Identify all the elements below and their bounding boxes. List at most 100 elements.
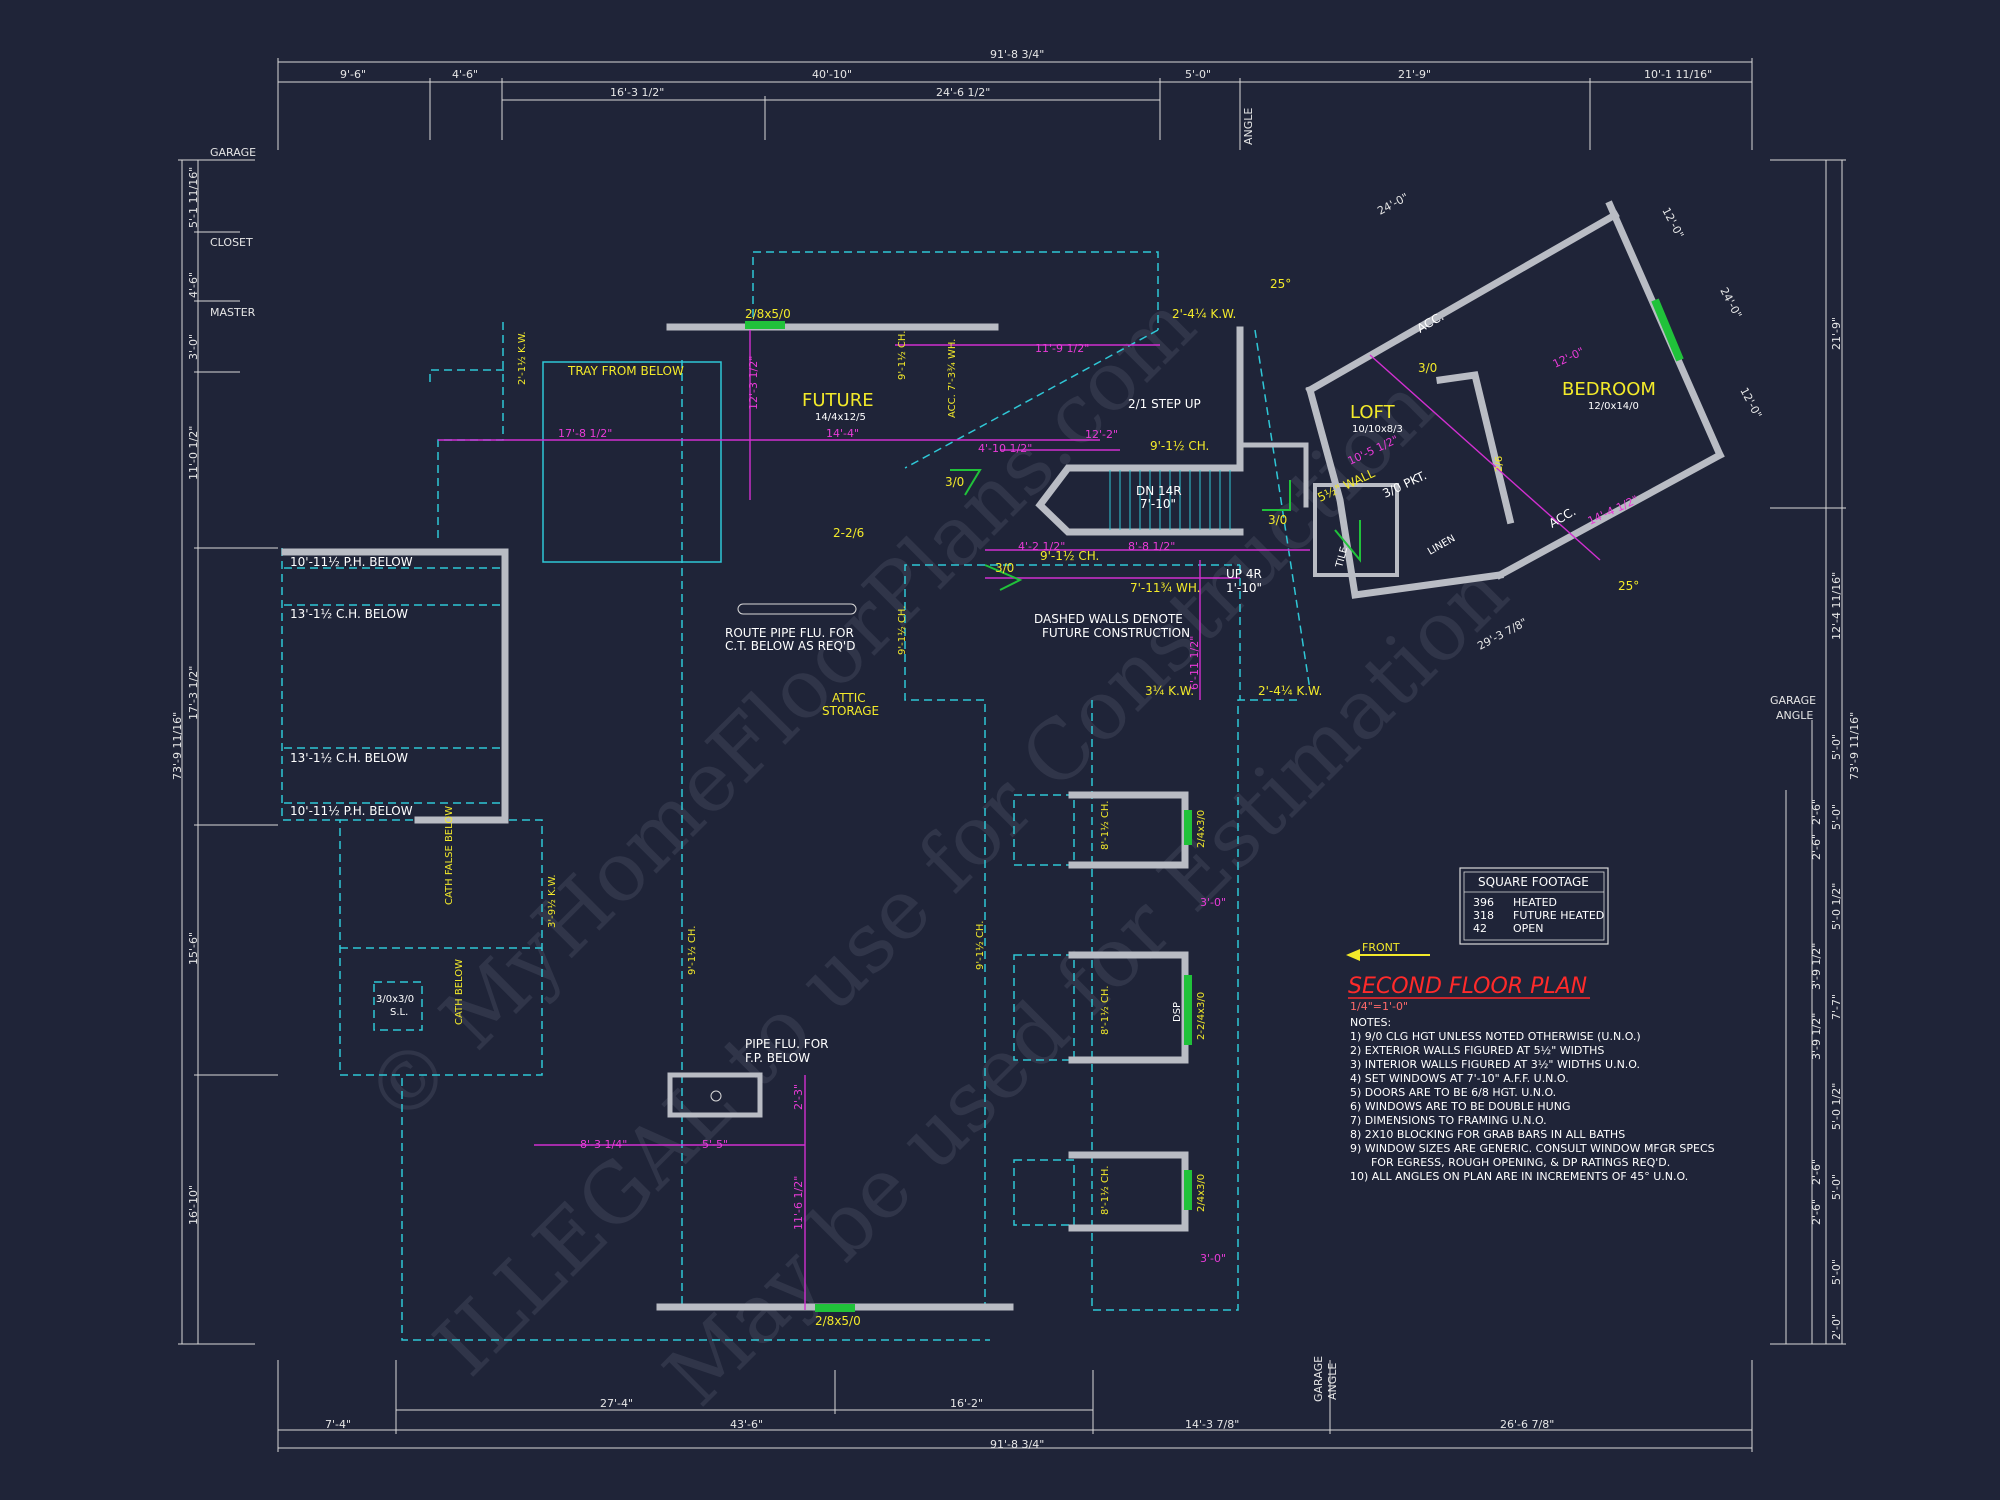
loft-room-size: 10/10x8/3: [1352, 424, 1403, 435]
windows: [745, 298, 1684, 1312]
left-dimension-text: GARAGE CLOSET MASTER 73'-9 11/16" 5'-1 1…: [171, 146, 256, 1225]
ceiling-height-4: 9'-1½ CH.: [974, 921, 986, 970]
dim-left-4: 11'-0 1/2": [187, 426, 200, 480]
dim-right-s7: 7'-7": [1830, 994, 1843, 1020]
note-10: 10) ALL ANGLES ON PLAN ARE IN INCREMENTS…: [1350, 1170, 1688, 1183]
ceiling-height-5: 8'-1½ CH.: [1099, 801, 1111, 850]
dim-left-2: 4'-6": [187, 272, 200, 298]
wing-dim-2: 12'-0": [1659, 205, 1686, 240]
mag-dim-7: 11'-6 1/2": [792, 1176, 805, 1230]
dim-bottom-4: 26'-6 7/8": [1500, 1418, 1554, 1431]
door-top: 2/8x5/0: [745, 307, 791, 321]
door-30-c: 3/0: [1268, 513, 1287, 527]
plan-title: SECOND FLOOR PLAN: [1348, 974, 1587, 999]
master-label: MASTER: [210, 306, 256, 319]
bedroom-room-name: BEDROOM: [1562, 379, 1656, 400]
note-9b: FOR EGRESS, ROUGH OPENING, & DP RATINGS …: [1350, 1156, 1670, 1169]
ch-below-1: 13'-1½ C.H. BELOW: [290, 607, 408, 621]
cath-below-label: CATH BELOW: [454, 959, 465, 1025]
ceiling-height-3: 9'-1½ CH.: [686, 926, 698, 975]
pipe-fp-2: F.P. BELOW: [745, 1051, 810, 1065]
watermark: © MyHomeFloorPlans.com ILLEGAL to use fo…: [347, 277, 1526, 1424]
top-dimension-text: 91'-8 3/4" 9'-6" 4'-6" 40'-10" 5'-0" 21'…: [340, 48, 1712, 145]
dim-right-2: 12'-4 11/16": [1830, 572, 1843, 640]
acc-wh-label: ACC. 7'-3¾ WH.: [947, 339, 958, 418]
dim-top-6: 10'-1 11/16": [1644, 68, 1712, 81]
note-2: 2) EXTERIOR WALLS FIGURED AT 5½" WIDTHS: [1350, 1044, 1604, 1057]
route-pipe-1: ROUTE PIPE FLU. FOR: [725, 626, 854, 640]
dim-top-3: 40'-10": [812, 68, 852, 81]
dim-right-s12: 2'-6": [1810, 1199, 1823, 1225]
dim-right-s10: 2'-6": [1810, 1159, 1823, 1185]
plan-scale: 1/4"=1'-0": [1350, 1000, 1408, 1013]
kneewall-5: 2'-4¼ K.W.: [1258, 684, 1322, 698]
dim-bottom-overall: 91'-8 3/4": [990, 1438, 1044, 1451]
mag-dim-14: 8'-8 1/2": [1128, 540, 1175, 553]
dim-right-s14: 2'-0": [1830, 1314, 1843, 1340]
dsp-label: DSP: [1172, 1002, 1183, 1022]
wing-dim-4: 12'-0": [1737, 385, 1764, 420]
dim-right-s1: 5'-0": [1830, 734, 1843, 760]
ph-below-1: 10'-11½ P.H. BELOW: [290, 555, 413, 569]
bedroom-room-size: 12/0x14/0: [1588, 401, 1639, 412]
note-5: 5) DOORS ARE TO BE 6/8 HGT. U.N.O.: [1350, 1086, 1556, 1099]
attic-2: STORAGE: [822, 704, 879, 718]
dim-top-2: 4'-6": [452, 68, 478, 81]
front-indicator: FRONT: [1346, 941, 1430, 961]
sqft-row-3-value: 42: [1473, 922, 1487, 935]
dim-bottom-2: 43'-6": [730, 1418, 763, 1431]
dim-bottom-1: 7'-4": [325, 1418, 351, 1431]
dim-left-1: 5'-1 11/16": [187, 167, 200, 228]
acc-label-1: ACC.: [1415, 309, 1447, 335]
dim-top-inner-2: 24'-6 1/2": [936, 86, 990, 99]
dim-right-s9: 5'-0 1/2": [1830, 1083, 1843, 1130]
ceiling-height-8: 9'-1½ CH.: [1150, 439, 1209, 453]
right-dimension-text: 73'-9 11/16" 21'-9" 12'-4 11/16" GARAGE …: [1770, 317, 1861, 1340]
kneewall-3: 3'-9½ K.W.: [546, 874, 558, 928]
dim-right-s3: 5'-0": [1830, 804, 1843, 830]
angle-25-a: 25°: [1270, 277, 1291, 291]
mag-dim-16: 6'-11 1/2": [1188, 636, 1201, 690]
closet-label: CLOSET: [210, 236, 253, 249]
future-room-name: FUTURE: [802, 390, 874, 411]
dim-right-1: 21'-9": [1830, 317, 1843, 350]
dim-bottom-inner-2: 16'-2": [950, 1397, 983, 1410]
ch-below-2: 13'-1½ C.H. BELOW: [290, 751, 408, 765]
mag-dim-15: 4'-2 1/2": [1018, 540, 1065, 553]
door-bottom: 2/8x5/0: [815, 1314, 861, 1328]
ph-below-2: 10'-11½ P.H. BELOW: [290, 804, 413, 818]
mag-dim-4: 12'-3 1/2": [747, 356, 760, 410]
dashed-note-2: FUTURE CONSTRUCTION: [1042, 626, 1190, 640]
kneewall-4: 3¼ K.W.: [1145, 684, 1194, 698]
front-arrow-icon: [1346, 949, 1360, 961]
note-4: 4) SET WINDOWS AT 7'-10" A.F.F. U.N.O.: [1350, 1072, 1569, 1085]
note-8: 8) 2X10 BLOCKING FOR GRAB BARS IN ALL BA…: [1350, 1128, 1625, 1141]
sqft-row-2-value: 318: [1473, 909, 1494, 922]
dim-left-6: 15'-6": [187, 932, 200, 965]
dim-left-7: 16'-10": [187, 1185, 200, 1225]
sqft-row-3-label: OPEN: [1513, 922, 1543, 935]
dim-right-s8: 3'-9 1/2": [1810, 1013, 1823, 1060]
dim-top-1: 9'-6": [340, 68, 366, 81]
dim-right-s2: 2'-6": [1810, 799, 1823, 825]
up-label: UP 4R: [1226, 567, 1262, 581]
note-7: 7) DIMENSIONS TO FRAMING U.N.O.: [1350, 1114, 1547, 1127]
garage-angle-bottom-2: ANGLE: [1326, 1363, 1339, 1400]
step-up-label: 2/1 STEP UP: [1128, 397, 1201, 411]
garage-angle-bottom-1: GARAGE: [1312, 1356, 1325, 1402]
ceiling-height-9: 9'-1½ CH.: [1040, 549, 1099, 563]
dimension-lines: [178, 58, 1846, 1452]
mag-dim-13: 12'-2": [1085, 428, 1118, 441]
loft-room-name: LOFT: [1350, 402, 1396, 423]
mag-dim-17: 3'-0": [1200, 896, 1226, 909]
dashed-note-1: DASHED WALLS DENOTE: [1034, 612, 1183, 626]
wing-dim-1: 24'-0": [1375, 191, 1410, 218]
dim-bottom-inner-1: 27'-4": [600, 1397, 633, 1410]
door-26: 2/6: [1494, 456, 1505, 472]
up-label-2: 1'-10": [1226, 581, 1262, 595]
pipe-fp-1: PIPE FLU. FOR: [745, 1037, 829, 1051]
kneewall-2: 2'-1½ K.W.: [516, 331, 528, 385]
dim-left-overall: 73'-9 11/16": [171, 712, 184, 780]
door-226: 2-2/6: [833, 526, 864, 540]
